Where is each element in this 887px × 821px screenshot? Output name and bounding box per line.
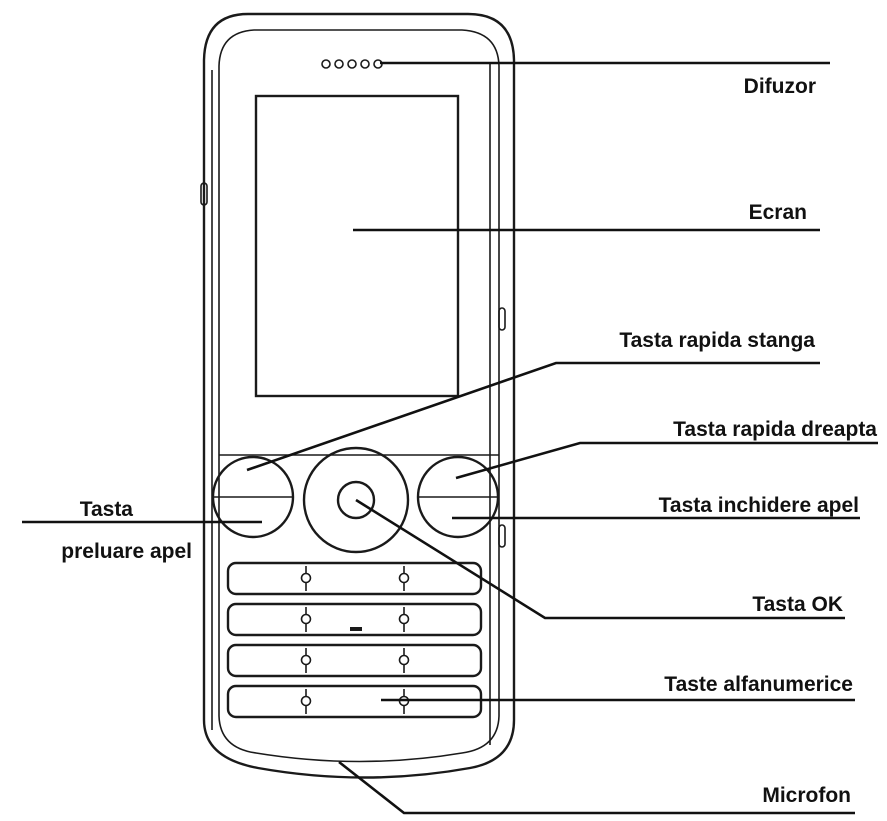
key-row-1 bbox=[226, 561, 483, 596]
label-call-key-line1: Tasta bbox=[80, 498, 134, 521]
callout-labels: Difuzor Ecran Tasta rapida stanga Tasta … bbox=[61, 75, 877, 807]
label-left-soft-key: Tasta rapida stanga bbox=[619, 329, 815, 352]
label-right-soft-key: Tasta rapida dreapta bbox=[673, 418, 877, 441]
right-side-button-lower bbox=[498, 524, 506, 548]
navigation-ring bbox=[302, 446, 410, 554]
left-side-button bbox=[200, 182, 208, 206]
callout-line-ok-key bbox=[355, 498, 845, 620]
phone-body bbox=[200, 12, 516, 779]
key-row-3 bbox=[226, 643, 483, 678]
label-call-key-line2: preluare apel bbox=[61, 540, 192, 563]
label-end-call-key: Tasta inchidere apel bbox=[659, 494, 859, 517]
label-screen: Ecran bbox=[749, 201, 807, 224]
callout-line-left-soft-key bbox=[246, 361, 820, 472]
phone-outer-shell bbox=[202, 12, 516, 779]
label-ok-key: Tasta OK bbox=[752, 593, 843, 616]
speaker-grille bbox=[321, 59, 383, 69]
key-row-4 bbox=[226, 684, 483, 719]
ok-key bbox=[336, 480, 376, 520]
key-five-tactile-dot bbox=[350, 627, 362, 631]
label-microphone: Microfon bbox=[762, 784, 851, 807]
callout-line-right-soft-key bbox=[455, 441, 878, 480]
callout-lines bbox=[22, 61, 878, 815]
label-speaker: Difuzor bbox=[744, 75, 816, 98]
label-alphanumeric-keys: Taste alfanumerice bbox=[664, 673, 853, 696]
callout-line-microphone bbox=[338, 760, 855, 815]
phone-inner-bezel bbox=[218, 29, 500, 763]
screen bbox=[254, 94, 460, 398]
right-side-button-upper bbox=[498, 307, 506, 331]
left-soft-key-and-call-key bbox=[211, 455, 295, 539]
alphanumeric-keypad bbox=[226, 561, 483, 719]
right-soft-key-and-end-key bbox=[416, 455, 500, 539]
key-row-2 bbox=[226, 602, 483, 637]
